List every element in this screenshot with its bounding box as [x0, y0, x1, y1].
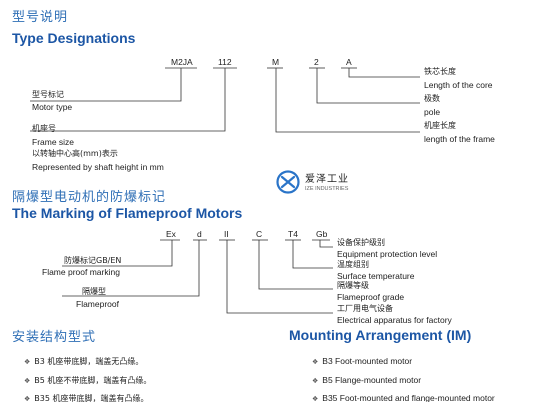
- diamond-bullet-icon: ❖: [312, 358, 319, 366]
- logo-en-text: IZE INDUSTRIES: [305, 186, 349, 192]
- flame-marking-cn-label: 防爆标记GB/EN: [64, 256, 122, 265]
- temperature-class-en-label: Surface temperature: [337, 271, 415, 281]
- factory-apparatus-en-label: Electrical apparatus for factory: [337, 315, 452, 325]
- pole-en-label: pole: [424, 107, 441, 117]
- frame-size-cn-label: 机座号: [32, 124, 56, 133]
- mounting-en-title: Mounting Arrangement (IM): [289, 327, 472, 343]
- fp-code-c: C: [256, 229, 263, 239]
- flameproof-type-en-label: Flameproof: [76, 299, 119, 309]
- mounting-en-item: ❖B3 Foot-mounted motor: [312, 349, 412, 368]
- type-cn-title: 型号说明: [12, 10, 69, 25]
- type-code-m2ja: M2JA: [171, 57, 193, 67]
- frame-size-en-note: Represented by shaft height in mm: [32, 162, 164, 172]
- mounting-en-item-text: B35 Foot-mounted and flange-mounted moto…: [322, 393, 495, 402]
- motor-type-cn-label: 型号标记: [32, 90, 64, 99]
- frame-size-en-label: Frame size: [32, 137, 75, 147]
- type-code-2: 2: [314, 57, 319, 67]
- type-code-m: M: [272, 57, 280, 67]
- flameproof-grade-en-label: Flameproof grade: [337, 292, 405, 302]
- flameproof-grade-cn-label: 隔爆等级: [337, 281, 369, 290]
- mounting-en-item: ❖B35 Foot-mounted and flange-mounted mot…: [312, 386, 495, 402]
- diamond-bullet-icon: ❖: [312, 395, 319, 402]
- fp-code-gb: Gb: [316, 229, 328, 239]
- mounting-cn-item: ❖B5 机座不带底脚，端盖有凸缘。: [24, 368, 151, 387]
- temperature-class-cn-label: 温度组别: [337, 260, 369, 269]
- diamond-bullet-icon: ❖: [24, 395, 31, 402]
- flameproof-type-cn-label: 隔爆型: [82, 287, 106, 296]
- ize-logo-icon: [276, 170, 300, 194]
- flame-marking-en-label: Flame proof marking: [42, 267, 120, 277]
- fp-code-ii: II: [224, 229, 229, 239]
- type-code-112: 112: [218, 57, 232, 67]
- diamond-bullet-icon: ❖: [312, 377, 319, 385]
- protection-level-cn-label: 设备保护级别: [337, 238, 385, 247]
- core-length-cn-label: 铁芯长度: [424, 67, 456, 76]
- diamond-bullet-icon: ❖: [24, 377, 31, 385]
- mounting-cn-item: ❖B35 机座带底脚，端盖有凸缘。: [24, 386, 149, 402]
- mounting-en-item: ❖B5 Flange-mounted motor: [312, 368, 421, 387]
- diamond-bullet-icon: ❖: [24, 358, 31, 366]
- mounting-cn-title: 安装结构型式: [12, 330, 97, 345]
- fp-code-t4: T4: [288, 229, 298, 239]
- logo-cn-text: 爱泽工业: [305, 174, 349, 185]
- motor-type-en-label: Motor type: [32, 102, 73, 112]
- flameproof-en-title: The Marking of Flameproof Motors: [12, 205, 243, 221]
- fp-code-ex: Ex: [166, 229, 176, 239]
- mounting-cn-item-text: B5 机座不带底脚，端盖有凸缘。: [34, 376, 152, 385]
- frame-length-en-label: length of the frame: [424, 134, 495, 144]
- pole-cn-label: 极数: [424, 94, 440, 103]
- flameproof-cn-title: 隔爆型电动机的防爆标记: [12, 190, 167, 205]
- mounting-en-item-text: B3 Foot-mounted motor: [322, 356, 413, 366]
- frame-size-cn-note: 以转轴中心高(mm)表示: [32, 149, 118, 158]
- frame-length-cn-label: 机座长度: [424, 121, 456, 130]
- mounting-en-item-text: B5 Flange-mounted motor: [322, 375, 422, 385]
- mounting-cn-item-text: B35 机座带底脚，端盖有凸缘。: [34, 394, 149, 402]
- fp-code-d: d: [197, 229, 202, 239]
- factory-apparatus-cn-label: 工厂用电气设备: [337, 304, 393, 313]
- type-code-a: A: [346, 57, 352, 67]
- core-length-en-label: Length of the core: [424, 80, 493, 90]
- mounting-cn-item: ❖B3 机座带底脚，端盖无凸缘。: [24, 349, 143, 368]
- protection-level-en-label: Equipment protection level: [337, 249, 438, 259]
- mounting-cn-item-text: B3 机座带底脚，端盖无凸缘。: [34, 357, 144, 366]
- type-en-title: Type Designations: [12, 30, 136, 46]
